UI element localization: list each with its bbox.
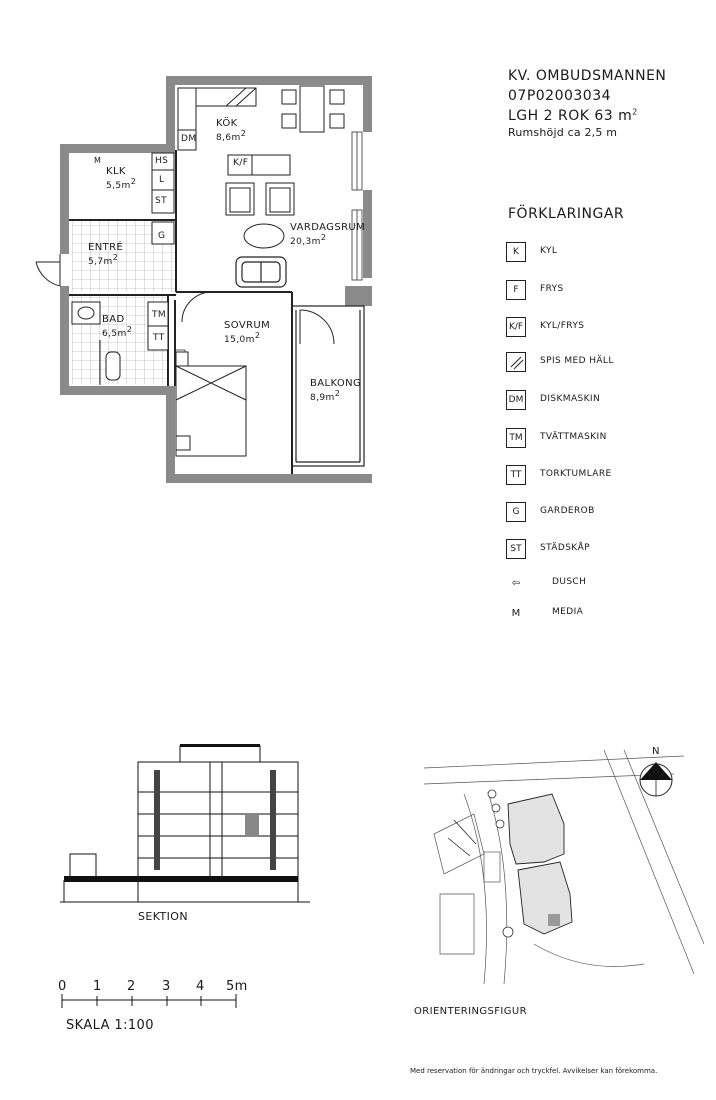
mark-m: M	[94, 156, 102, 165]
section-label: SEKTION	[138, 910, 188, 923]
legend-label: TVÄTTMASKIN	[540, 432, 607, 442]
scale-label: SKALA 1:100	[66, 1018, 154, 1033]
scale-tick-label: 1	[93, 979, 102, 994]
room-entre: ENTRÉ 5,7m2	[88, 242, 124, 267]
legend-code-box: DM	[506, 390, 526, 410]
legend-label: GARDEROB	[540, 506, 595, 516]
shower-arrow-icon: ⇦	[511, 577, 521, 589]
legend-label: DUSCH	[552, 577, 587, 587]
bathroom-fixtures	[71, 301, 169, 385]
media-mark: M	[511, 607, 521, 619]
mark-tt: TT	[153, 333, 165, 343]
entre-wardrobe	[151, 221, 175, 245]
orientation-label: ORIENTERINGSFIGUR	[414, 1006, 527, 1017]
legend-label: SPIS MED HÄLL	[540, 356, 614, 366]
mark-st: ST	[155, 196, 168, 206]
legend-code-box: F	[506, 280, 526, 300]
legend-item: K KYL	[506, 242, 706, 266]
disclaimer: Med reservation för ändringar och tryckf…	[410, 1067, 658, 1075]
legend-item: SPIS MED HÄLL	[506, 352, 706, 376]
ceiling-height: Rumshöjd ca 2,5 m	[508, 126, 618, 139]
scale-bar	[61, 994, 237, 1008]
scale-tick-label: 0	[58, 979, 67, 994]
room-sovrum: SOVRUM 15,0m2	[224, 320, 271, 345]
legend-item: ST STÄDSKÅP	[506, 539, 706, 563]
legend-item: M MEDIA	[506, 603, 706, 627]
balkong-door	[299, 309, 335, 345]
room-kok: KÖK 8,6m2	[216, 118, 247, 143]
dining-set	[281, 85, 345, 133]
room-bad: BAD 6,5m2	[102, 314, 133, 339]
mark-tm: TM	[152, 310, 167, 320]
title-block: KV. OMBUDSMANNEN 07P02003034 LGH 2 ROK 6…	[508, 66, 666, 140]
legend-item: DM DISKMASKIN	[506, 390, 706, 414]
legend-item: TM TVÄTTMASKIN	[506, 428, 706, 452]
legend-item: F FRYS	[506, 280, 706, 304]
room-klk: KLK 5,5m2	[106, 166, 137, 191]
room-vardagsrum: VARDAGSRUM 20,3m2	[290, 222, 366, 247]
north-arrow	[639, 762, 673, 797]
legend-label: KYL/FRYS	[540, 321, 585, 331]
room-balkong: BALKONG 8,9m2	[310, 378, 362, 403]
legend-label: DISKMASKIN	[540, 394, 601, 404]
balcony-outline	[291, 305, 365, 467]
mark-dm: DM	[181, 134, 197, 144]
kitchen-counter	[177, 87, 257, 151]
legend-label: FRYS	[540, 284, 564, 294]
stove-icon	[506, 352, 526, 372]
legend-item: ⇦ DUSCH	[506, 573, 706, 597]
sofa	[235, 256, 287, 288]
klk-storage	[151, 152, 175, 214]
legend-code-box: K/F	[506, 317, 526, 337]
project-name: KV. OMBUDSMANNEN	[508, 68, 667, 84]
legend-title: FÖRKLARINGAR	[508, 206, 625, 222]
sovrum-door	[181, 291, 213, 323]
north-label: N	[652, 746, 660, 757]
legend-code-box: ST	[506, 539, 526, 559]
legend-item: G GARDEROB	[506, 502, 706, 526]
mark-l: L	[159, 175, 165, 185]
exterior-walls	[60, 76, 372, 483]
orientation-map	[423, 749, 704, 985]
section-drawing	[60, 744, 310, 903]
mark-kf: K/F	[233, 158, 249, 168]
legend-label: MEDIA	[552, 607, 584, 617]
legend-label: TORKTUMLARE	[540, 469, 612, 479]
legend-code-box: TM	[506, 428, 526, 448]
bed	[175, 351, 247, 457]
scale-tick-label: 2	[127, 979, 136, 994]
legend-code-box: G	[506, 502, 526, 522]
coffee-table	[243, 223, 285, 249]
scale-tick-label: 4	[196, 979, 205, 994]
legend-label: KYL	[540, 246, 558, 256]
legend-label: STÄDSKÅP	[540, 543, 590, 553]
apartment-type: LGH 2 ROK 63 m2	[508, 107, 638, 124]
building-highlight	[548, 914, 560, 926]
armchairs	[225, 182, 295, 216]
apartment-code: 07P02003034	[508, 88, 612, 104]
mark-hs: HS	[155, 156, 169, 166]
legend-code-box: TT	[506, 465, 526, 485]
entry-door	[35, 254, 61, 287]
legend-item: K/F KYL/FRYS	[506, 317, 706, 341]
scale-tick-label: 3	[162, 979, 171, 994]
legend-code-box: K	[506, 242, 526, 262]
scale-tick-label: 5m	[226, 979, 248, 994]
fridge-freezer-unit	[227, 154, 291, 176]
mark-g: G	[158, 231, 166, 241]
legend-item: TT TORKTUMLARE	[506, 465, 706, 489]
